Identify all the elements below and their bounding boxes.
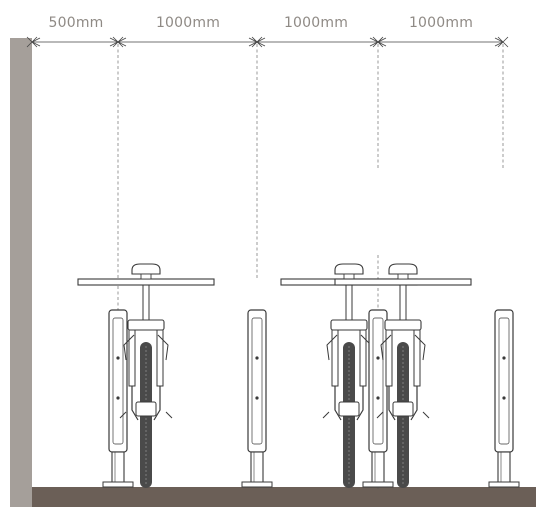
bicycle-3 xyxy=(334,263,472,489)
floor xyxy=(32,487,536,507)
dimension-label-2: 1000mm xyxy=(156,15,220,31)
bike-stand-2 xyxy=(241,309,273,488)
dimension-label-1: 500mm xyxy=(49,15,104,31)
bike-stand-4 xyxy=(488,309,520,488)
dimension-label-4: 1000mm xyxy=(409,15,473,31)
extension-lines xyxy=(117,44,504,490)
wall xyxy=(10,38,32,507)
bicycle-2 xyxy=(280,263,418,489)
dimension-lines xyxy=(26,36,509,48)
dimension-label-3: 1000mm xyxy=(284,15,348,31)
bicycle-1 xyxy=(77,263,215,489)
